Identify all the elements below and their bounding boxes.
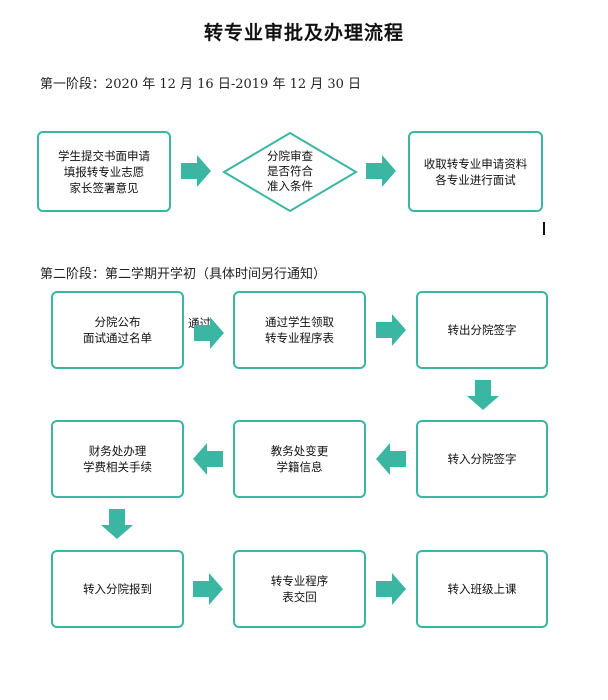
attend-class-box: 转入班级上课 [416, 550, 548, 628]
finance-box: 财务处办理 学费相关手续 [51, 420, 184, 498]
right-arrow-icon [193, 573, 223, 605]
report-box: 转入分院报到 [51, 550, 184, 628]
publish-list-box: 分院公布 面试通过名单 [51, 291, 184, 369]
page-title: 转专业审批及办理流程 [203, 22, 404, 44]
right-arrow-icon [194, 317, 224, 349]
right-arrow-icon [376, 314, 406, 346]
review-diamond-label: 分院审查 是否符合 准入条件 [267, 149, 313, 193]
interview-box: 收取转专业申请资料 各专业进行面试 [408, 131, 543, 212]
right-arrow-icon [376, 573, 406, 605]
registry-update-box: 教务处变更 学籍信息 [233, 420, 366, 498]
submit-application-box: 学生提交书面申请 填报转专业志愿 家长签署意见 [37, 131, 171, 212]
review-diamond [222, 131, 358, 213]
down-arrow-icon [467, 380, 499, 410]
stage1-heading: 第一阶段：2020 年 12 月 16 日-2019 年 12 月 30 日 [40, 77, 362, 92]
text-cursor [543, 222, 545, 235]
right-arrow-icon [181, 155, 211, 187]
down-arrow-icon [101, 509, 133, 539]
transfer-in-sign-box: 转入分院签字 [416, 420, 548, 498]
transfer-out-sign-box: 转出分院签字 [416, 291, 548, 369]
margin-marker [2, 166, 6, 170]
left-arrow-icon [376, 443, 406, 475]
left-arrow-icon [193, 443, 223, 475]
return-form-box: 转专业程序 表交回 [233, 550, 366, 628]
right-arrow-icon [366, 155, 396, 187]
receive-form-box: 通过学生领取 转专业程序表 [233, 291, 366, 369]
stage2-heading: 第二阶段：第二学期开学初（具体时间另行通知） [40, 267, 327, 282]
